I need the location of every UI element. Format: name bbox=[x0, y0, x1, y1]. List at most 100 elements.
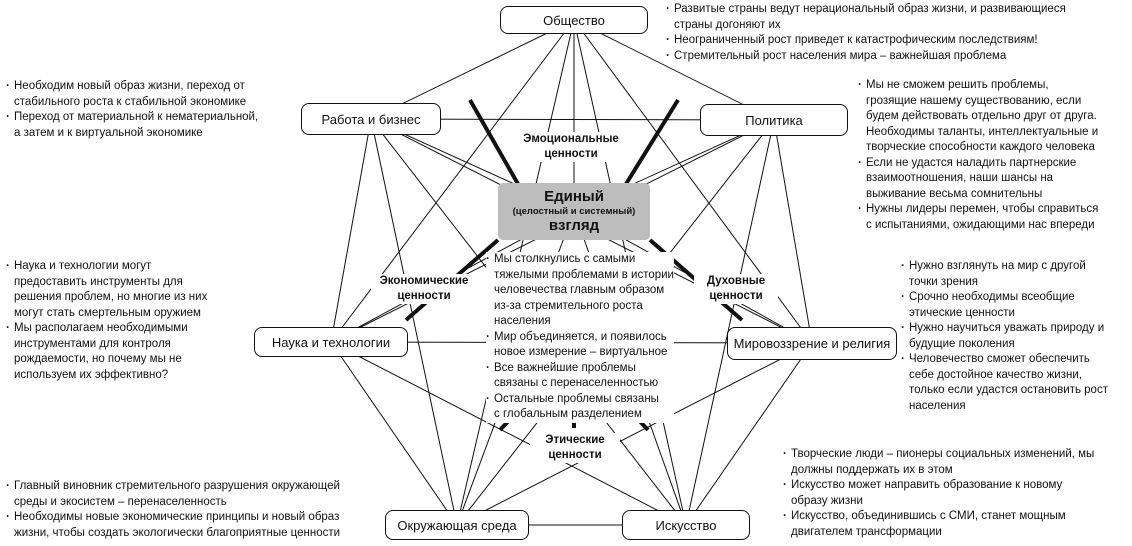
note-politics-item: Если не удастся наладить партнерские взаи… bbox=[858, 156, 1098, 203]
note-line: человечества главным образом bbox=[494, 284, 665, 296]
note-line: должны поддержать их в этом bbox=[791, 463, 953, 476]
note-line: двигателем трансформации bbox=[791, 525, 942, 538]
connection-line bbox=[330, 341, 687, 526]
note-line: предоставить инструменты для bbox=[14, 275, 183, 288]
value-economic-line2: ценности bbox=[397, 290, 451, 302]
note-politics: Мы не сможем решить проблемы,грозящие на… bbox=[858, 78, 1098, 233]
note-line: рождаемости, но почему мы не bbox=[14, 353, 182, 365]
note-line: Мы располагаем необходимыми bbox=[14, 322, 188, 334]
note-line: из-за стремительного роста bbox=[494, 299, 643, 312]
note-line: Если не удастся наладить партнерские bbox=[866, 156, 1077, 169]
center-unified-view[interactable]: Единый (целостный и системный) взгляд bbox=[498, 183, 650, 240]
node-politics[interactable]: Политика bbox=[700, 104, 848, 136]
note-line: выживание весьма сомнительны bbox=[866, 187, 1043, 200]
note-society: Развитые страны ведут нерациональный обр… bbox=[666, 2, 1066, 64]
note-line: Нужны лидеры перемен, чтобы справиться bbox=[866, 203, 1099, 215]
note-line: с глобальным разделением bbox=[494, 408, 642, 420]
note-environment-item: Главный виновник стремительного разрушен… bbox=[6, 479, 340, 510]
note-worldview-item: Нужно научиться уважать природу ибудущие… bbox=[901, 321, 1108, 352]
note-line: Переход от материальной к нематериальной… bbox=[14, 111, 259, 123]
node-society[interactable]: Общество bbox=[500, 6, 648, 34]
note-line: населения bbox=[909, 399, 966, 412]
note-line: Искусство может направить образование к … bbox=[791, 479, 1063, 491]
center-title-2: (целостный и системный) bbox=[512, 206, 636, 217]
value-economic: Экономические ценности bbox=[371, 274, 477, 304]
note-line: а затем и к виртуальной экономике bbox=[14, 126, 203, 139]
note-center-item: Мир объединяется, и появилось новое измер… bbox=[486, 330, 674, 361]
node-art[interactable]: Искусство bbox=[622, 510, 750, 540]
note-science-item: Мы располагаем необходимымиинструментами… bbox=[6, 321, 207, 383]
center-title-1: Единый bbox=[544, 188, 604, 205]
note-line: будем действовать отдельно друг от друга… bbox=[866, 110, 1097, 122]
note-society-item: Стремительный рост населения мира – важн… bbox=[666, 49, 1066, 65]
note-line: среды и экосистем – перенаселенность bbox=[14, 495, 227, 508]
value-ethical-line2: ценности bbox=[548, 449, 602, 461]
note-science-item: Наука и технологии могут предоставить инс… bbox=[6, 259, 207, 321]
connection-line bbox=[685, 119, 775, 526]
note-line: Искусство, объединившись с СМИ, станет м… bbox=[791, 510, 1066, 522]
note-line: Необходимы новые экономические принципы … bbox=[14, 511, 340, 523]
note-line: Творческие люди – пионеры социальных изм… bbox=[791, 448, 1095, 460]
note-line: используем их эффективно? bbox=[14, 368, 169, 381]
connection-line bbox=[456, 342, 813, 526]
node-worldview-religion[interactable]: Мировоззрение и религия bbox=[727, 327, 897, 360]
note-line: Нужно взглянуть на мир с другой bbox=[909, 260, 1086, 272]
connection-line bbox=[624, 98, 680, 186]
note-art: Творческие люди – пионеры социальных изм… bbox=[783, 447, 1094, 540]
note-center: Мы столкнулись с самыми тяжелыми проблема… bbox=[486, 252, 674, 423]
note-line: решения проблем, но многие из них bbox=[14, 291, 208, 303]
node-science-technology[interactable]: Наука и технологии bbox=[254, 327, 408, 357]
note-line: Необходимы таланты, интеллектуальные и bbox=[866, 125, 1099, 138]
note-politics-item: Мы не сможем решить проблемы,грозящие на… bbox=[858, 78, 1098, 156]
note-line: стабильного роста к стабильной экономике bbox=[14, 95, 247, 108]
value-emotional: Эмоциональные ценности bbox=[516, 132, 626, 162]
note-art-item: Творческие люди – пионеры социальных изм… bbox=[783, 447, 1094, 478]
center-title-3: взгляд bbox=[548, 217, 600, 234]
note-line: тяжелыми проблемами в истории bbox=[494, 268, 674, 281]
note-line: могут стать смертельным оружием bbox=[14, 306, 201, 319]
note-line: Наука и технологии могут bbox=[14, 260, 152, 272]
connection-line bbox=[468, 99, 520, 185]
value-emotional-line2: ценности bbox=[544, 148, 598, 160]
note-environment: Главный виновник стремительного разрушен… bbox=[6, 479, 340, 541]
note-environment-item: Необходимы новые экономические принципы … bbox=[6, 510, 340, 541]
note-line: жизни, чтобы создать экологически благоп… bbox=[14, 526, 341, 539]
note-line: Нужно научиться уважать природу и bbox=[909, 322, 1105, 334]
value-spiritual: Духовные ценности bbox=[694, 274, 778, 304]
value-emotional-line1: Эмоциональные bbox=[523, 133, 619, 145]
note-line: Мы не сможем решить проблемы, bbox=[866, 79, 1049, 91]
note-line: Мы столкнулись с самыми bbox=[494, 253, 636, 265]
note-line: Развитые страны ведут нерациональный обр… bbox=[674, 3, 1066, 15]
note-line: Необходим новый образ жизни, переход от bbox=[14, 80, 245, 92]
node-work-business[interactable]: Работа и бизнес bbox=[301, 103, 441, 135]
note-center-item: Мы столкнулись с самыми тяжелыми проблема… bbox=[486, 252, 674, 330]
note-society-item: Развитые страны ведут нерациональный обр… bbox=[666, 2, 1066, 33]
node-environment[interactable]: Окружающая среда bbox=[385, 510, 529, 540]
note-line: новое измерение – виртуальное bbox=[494, 346, 668, 358]
note-art-item: Искусство, объединившись с СМИ, станет м… bbox=[783, 509, 1094, 540]
note-line: этические ценности bbox=[909, 306, 1015, 319]
note-line: страны догоняют их bbox=[674, 18, 781, 31]
connection-line bbox=[685, 342, 813, 526]
note-line: Все важнейшие проблемы bbox=[494, 361, 636, 374]
note-line: взаимоотношения, наши шансы на bbox=[866, 172, 1054, 184]
connection-line bbox=[370, 19, 575, 120]
note-line: населения bbox=[494, 315, 551, 327]
note-politics-item: Нужны лидеры перемен, чтобы справитьсяс … bbox=[858, 202, 1098, 233]
note-line: Стремительный рост населения мира – важн… bbox=[674, 49, 1007, 62]
note-line: Остальные проблемы связаны bbox=[494, 392, 659, 405]
note-work-item: Необходим новый образ жизни, переход от с… bbox=[6, 79, 258, 110]
note-line: творческие способности каждого человека bbox=[866, 141, 1095, 153]
note-line: Мир объединяется, и появилось bbox=[494, 330, 667, 343]
connection-line bbox=[773, 119, 813, 344]
note-science-technology: Наука и технологии могут предоставить инс… bbox=[6, 259, 207, 383]
note-society-item: Неограниченный рост приведет к катастроф… bbox=[666, 33, 1066, 49]
value-ethical-line1: Этические bbox=[545, 434, 605, 446]
note-line: Главный виновник стремительного разрушен… bbox=[14, 480, 340, 492]
connection-line bbox=[370, 118, 458, 526]
value-economic-line1: Экономические bbox=[379, 275, 469, 287]
value-spiritual-line2: ценности bbox=[709, 290, 763, 302]
